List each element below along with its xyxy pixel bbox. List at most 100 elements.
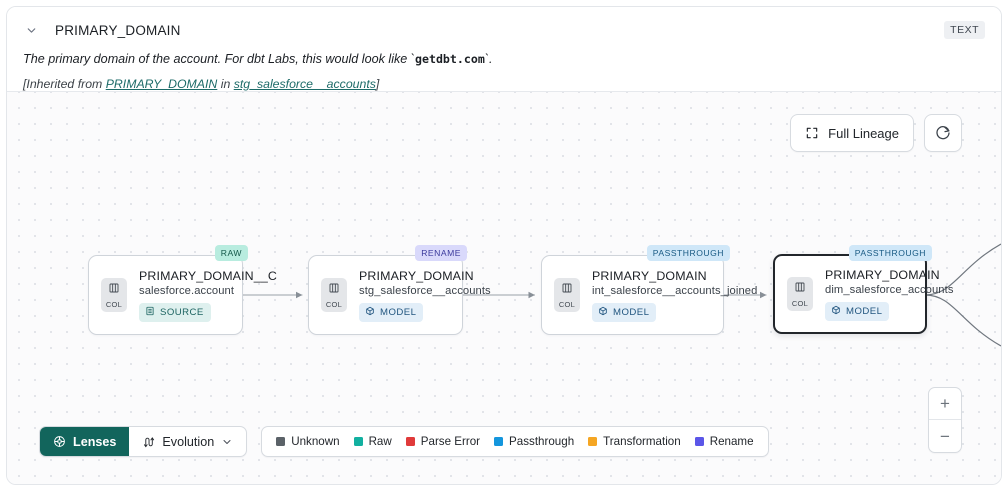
column-icon [794, 280, 806, 298]
node-kind-tag: RENAME [415, 245, 467, 261]
column-chip: COL [787, 277, 813, 311]
description-prefix: The primary domain of the account. For d… [23, 52, 415, 66]
cube-icon [831, 305, 841, 318]
node-asset-pill: MODEL [825, 301, 890, 321]
evolution-label: Evolution [162, 434, 215, 449]
node-asset-label: MODEL [613, 306, 650, 318]
column-description: The primary domain of the account. For d… [23, 51, 985, 69]
chevron-down-icon [221, 436, 233, 448]
node-body: PRIMARY_DOMAIN stg_salesforce__accounts … [359, 269, 491, 322]
lenses-button[interactable]: Lenses [40, 427, 130, 456]
edge-out-bottom [925, 294, 1001, 347]
lineage-edges [242, 243, 1001, 347]
node-asset-pill: MODEL [592, 302, 657, 322]
legend-swatch-parse-error [405, 437, 415, 446]
inherited-column-link[interactable]: PRIMARY_DOMAIN [105, 76, 218, 91]
legend-item: Unknown [276, 435, 340, 448]
node-kind-tag: RAW [214, 245, 248, 261]
node-column-name: PRIMARY_DOMAIN [592, 268, 707, 283]
column-chip: COL [554, 278, 580, 312]
chevron-down-icon[interactable] [23, 22, 39, 38]
node-table-name: dim_salesforce_accounts [825, 283, 954, 296]
expand-icon [805, 126, 819, 140]
column-icon [328, 281, 340, 299]
legend-swatch-unknown [276, 437, 286, 446]
legend-label: Passthrough [509, 435, 575, 448]
legend-item: Transformation [588, 435, 681, 448]
legend-item: Parse Error [405, 435, 481, 448]
legend-swatch-raw [353, 437, 363, 446]
node-column-name: PRIMARY_DOMAIN [825, 267, 940, 282]
canvas-bottom-bar: Lenses Evolution Unknown [39, 426, 769, 457]
page-title: PRIMARY_DOMAIN [55, 22, 181, 38]
node-asset-label: MODEL [380, 306, 417, 318]
node-column-name: PRIMARY_DOMAIN [359, 268, 474, 283]
inherited-from-note: [Inherited from PRIMARY_DOMAIN in stg_sa… [23, 77, 985, 91]
node-table-name: int_salesforce__accounts_joined [592, 284, 758, 297]
lineage-node[interactable]: PASSTHROUGH COL PRIMARY_DOMAIN int_sales… [541, 245, 757, 335]
cube-icon [365, 306, 375, 319]
full-lineage-button[interactable]: Full Lineage [790, 114, 914, 152]
column-chip-label: COL [105, 300, 123, 309]
node-table-name: salesforce.account [139, 284, 235, 297]
edge-out-top [925, 243, 1001, 296]
legend-label: Transformation [603, 435, 681, 448]
zoom-controls: + − [928, 387, 962, 453]
refresh-icon [935, 125, 951, 141]
legend-item: Passthrough [494, 435, 574, 448]
canvas-toolbar: Full Lineage [790, 114, 962, 152]
lenses-label: Lenses [73, 434, 117, 449]
zoom-out-button[interactable]: − [940, 426, 950, 446]
column-chip-label: COL [558, 300, 576, 309]
description-suffix: `. [484, 52, 493, 66]
column-chip-label: COL [325, 300, 343, 309]
evolution-button[interactable]: Evolution [129, 427, 246, 456]
node-asset-pill: MODEL [359, 302, 424, 322]
inherit-mid-text: in [217, 76, 234, 91]
node-table-name: stg_salesforce__accounts [359, 284, 491, 297]
zoom-in-button[interactable]: + [929, 388, 961, 420]
node-column-name: PRIMARY_DOMAIN__C [139, 268, 277, 283]
refresh-button[interactable] [924, 114, 962, 152]
node-asset-pill: SOURCE [139, 302, 211, 322]
full-lineage-label: Full Lineage [828, 125, 899, 141]
node-body: PRIMARY_DOMAIN__C salesforce.account SOU… [139, 269, 277, 322]
legend-label: Unknown [291, 435, 340, 448]
aperture-icon [53, 435, 66, 448]
node-body: PRIMARY_DOMAIN int_salesforce__accounts_… [592, 269, 757, 322]
node-kind-tag: PASSTHROUGH [848, 245, 932, 261]
column-icon [108, 281, 120, 299]
column-type-badge: TEXT [944, 21, 985, 39]
column-chip: COL [101, 278, 127, 312]
legend-label: Parse Error [420, 435, 481, 448]
node-body: PRIMARY_DOMAIN dim_salesforce_accounts M… [825, 268, 954, 321]
evolution-icon [142, 435, 155, 449]
column-title-row: PRIMARY_DOMAIN [23, 19, 985, 41]
lineage-canvas[interactable]: Full Lineage + − RAW COL [7, 92, 1001, 484]
description-code: getdbt.com [415, 52, 485, 66]
node-kind-tag: PASSTHROUGH [646, 245, 730, 261]
legend-label: Raw [368, 435, 392, 448]
database-icon [145, 306, 155, 319]
legend-label: Rename [709, 435, 754, 448]
lineage-node[interactable]: RENAME COL PRIMARY_DOMAIN stg_salesforce… [308, 245, 491, 335]
node-asset-label: SOURCE [160, 306, 204, 318]
cube-icon [598, 306, 608, 319]
lineage-node[interactable]: RAW COL PRIMARY_DOMAIN__C salesforce.acc… [88, 245, 277, 335]
lineage-node-selected[interactable]: PASSTHROUGH COL PRIMARY_DOMAIN dim_sales… [773, 245, 953, 334]
legend-swatch-transformation [588, 437, 598, 446]
lenses-evolution-segmented: Lenses Evolution [39, 426, 248, 457]
legend-item: Rename [694, 435, 754, 448]
column-detail-card: PRIMARY_DOMAIN TEXT The primary domain o… [6, 6, 1002, 485]
inherit-open-text: [Inherited from [23, 76, 106, 91]
inherit-close-text: ] [375, 76, 380, 91]
legend-swatch-passthrough [494, 437, 504, 446]
legend-item: Raw [353, 435, 392, 448]
column-chip-label: COL [791, 299, 809, 308]
column-header: PRIMARY_DOMAIN TEXT The primary domain o… [7, 7, 1001, 92]
column-chip: COL [321, 278, 347, 312]
lineage-legend: Unknown Raw Parse Error Passthrough Tran… [261, 426, 769, 457]
inherited-table-link[interactable]: stg_salesforce__accounts [233, 76, 376, 91]
node-asset-label: MODEL [846, 305, 883, 317]
